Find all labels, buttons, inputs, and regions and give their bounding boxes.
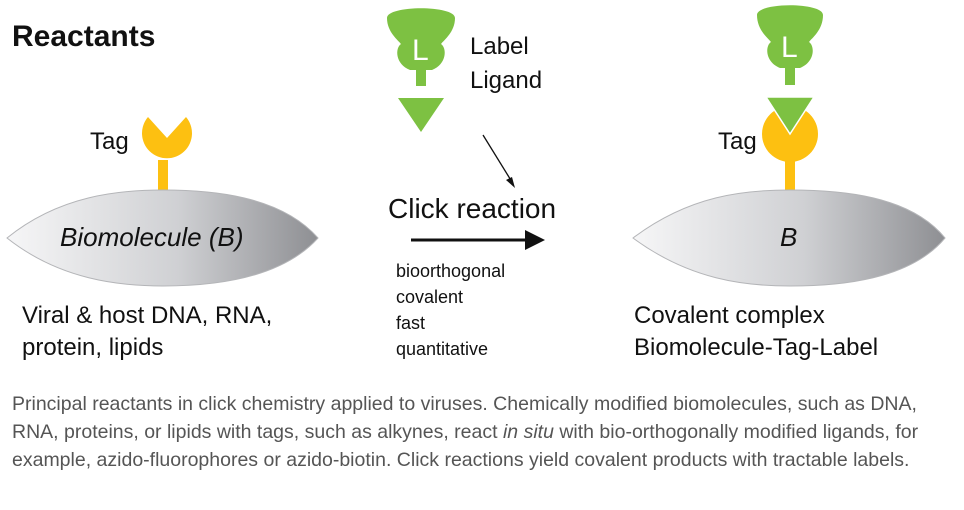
product-ligand-arrowhead-icon [764, 96, 816, 136]
reaction-properties: bioorthogonal covalent fast quantitative [396, 258, 505, 362]
ligand-label-line: Ligand [470, 67, 543, 94]
reaction-property: bioorthogonal [396, 261, 506, 281]
reaction-property: quantitative [396, 339, 489, 359]
reactant-description-line: Viral & host DNA, RNA, [22, 302, 273, 329]
caption-italic: in situ [502, 421, 554, 443]
reactant-tag-label: Tag [90, 128, 129, 155]
product-description-line: Covalent complex [634, 302, 825, 329]
reactant-molecule-label: Biomolecule (B) [60, 222, 244, 252]
ligand-body-icon [387, 8, 455, 86]
caption-text-end: with bio-orthogonally modified ligands, … [12, 421, 919, 471]
product-ligand-glyph: L [781, 31, 798, 64]
figure-caption: Principal reactants in click chemistry a… [12, 390, 957, 474]
reactant-description: Viral & host DNA, RNA, protein, lipids [22, 300, 272, 364]
caption-text: Principal reactants in click chemistry a… [12, 393, 917, 443]
product-description-line: Biomolecule-Tag-Label [634, 334, 879, 361]
section-title: Reactants [12, 20, 156, 53]
product-molecule-label: B [780, 222, 798, 252]
product-description: Covalent complex Biomolecule-Tag-Label [634, 300, 878, 364]
ligand-arrowhead-icon [398, 98, 444, 132]
reaction-title: Click reaction [388, 193, 557, 224]
ligand-label: Label Ligand [470, 30, 542, 98]
reactant-biomolecule [6, 117, 319, 287]
reactant-description-line: protein, lipids [22, 334, 164, 361]
label-ligand [387, 8, 455, 132]
ligand-to-reaction-arrow [482, 134, 515, 188]
reaction-property: covalent [396, 287, 464, 307]
tag-icon [142, 117, 193, 159]
biomolecule-ellipse [6, 189, 319, 287]
ligand-label-line: Label [470, 33, 529, 60]
reaction-property: fast [396, 313, 426, 333]
reaction-arrow [411, 230, 545, 250]
tag-stem [158, 160, 168, 192]
product-tag-stem [785, 160, 795, 192]
product-complex [632, 5, 946, 287]
product-tag-label: Tag [718, 128, 757, 155]
product-ligand-body-icon [757, 5, 823, 85]
product-biomolecule-ellipse [632, 189, 946, 287]
ligand-glyph: L [412, 34, 429, 67]
